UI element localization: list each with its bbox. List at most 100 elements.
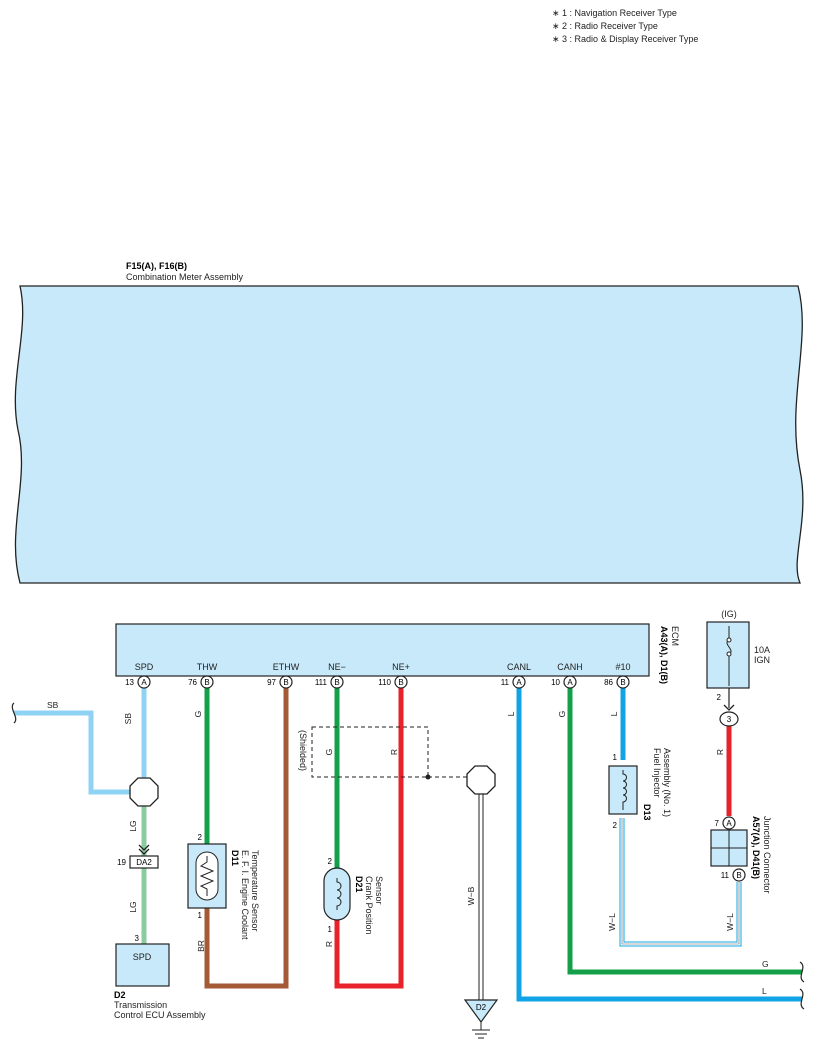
da2-label: DA2	[136, 858, 152, 867]
da2-pin: 19	[117, 858, 126, 867]
svg-text:11: 11	[501, 678, 510, 687]
coolant-pin-2: 2	[198, 833, 203, 842]
crank-name-1: Crank Position	[364, 876, 374, 935]
wire-wl-b	[623, 818, 738, 943]
ground-icon	[463, 999, 499, 1024]
crank-code: D21	[354, 876, 364, 893]
ecm-box	[115, 623, 650, 677]
coolant-name-1: E. F. I. Engine Coolant	[240, 850, 250, 940]
svg-text:111: 111	[315, 678, 328, 687]
wire-label-sb: SB	[123, 713, 133, 725]
jc-pin-b	[732, 868, 746, 882]
ecm-term-ethw: ETHW	[273, 662, 300, 672]
wire-label-br: BR	[196, 940, 206, 952]
wire-label-g-canh: G	[557, 711, 567, 718]
svg-text:B: B	[204, 678, 209, 687]
ecm-term-ne-plus: NE+	[392, 662, 410, 672]
connector-chevron-icon	[138, 844, 150, 855]
tcu-spd-label: SPD	[133, 952, 152, 962]
svg-text:13: 13	[125, 678, 134, 687]
wire-label-g-thw: G	[193, 711, 203, 718]
coolant-name-2: Temperature Sensor	[250, 850, 260, 932]
fuse-circuit-label: (IG)	[721, 609, 737, 619]
svg-text:10: 10	[551, 678, 560, 687]
wire-label-lg-1: LG	[128, 820, 138, 831]
fuse-connector	[719, 711, 739, 727]
wire-canl-l	[516, 688, 802, 1002]
jc-code: A57(A), D41(B)	[751, 816, 761, 879]
wire-br	[204, 688, 289, 989]
wire-out-break-l	[799, 988, 805, 1010]
fuse-name: IGN	[754, 655, 770, 665]
ecm-term-10: #10	[615, 662, 630, 672]
fuse-conn-pin: 3	[727, 715, 732, 724]
svg-text:B: B	[620, 678, 625, 687]
coil-icon	[336, 878, 342, 910]
jc-pin-a	[722, 816, 736, 830]
fuse-pin: 2	[717, 693, 722, 702]
wire-label-l-inj: L	[609, 711, 619, 716]
resistor-zigzag-icon	[199, 856, 215, 896]
ecm-code: A43(A), D1(B)	[659, 626, 669, 684]
shield-box	[311, 726, 429, 778]
svg-text:A: A	[516, 678, 522, 687]
wire-canh-g	[567, 688, 802, 975]
tcu-code: D2	[114, 990, 126, 1000]
fuse-rating: 10A	[754, 645, 770, 655]
ecm-term-thw: THW	[197, 662, 218, 672]
jc-conn-b: B	[736, 871, 741, 880]
wire-label-r-ne: R	[389, 749, 399, 755]
ecm-term-ne-minus: NE−	[328, 662, 346, 672]
jc-name: Junction Connector	[762, 816, 772, 894]
coolant-pin-1: 1	[198, 911, 203, 920]
da2-connector	[129, 855, 159, 869]
wire-label-lg-2: LG	[128, 901, 138, 912]
note-1: ∗ 1 : Navigation Receiver Type	[552, 8, 677, 18]
wire-out-break-g	[799, 961, 805, 983]
crank-name-2: Sensor	[374, 876, 384, 905]
note-2: ∗ 2 : Radio Receiver Type	[552, 21, 658, 31]
wire-label-r-crank: R	[324, 941, 334, 947]
wire-label-wl-inj: W−L	[607, 913, 617, 931]
ecm-term-canl: CANL	[507, 662, 531, 672]
jc-pin-b-num: 11	[721, 871, 730, 880]
crank-sensor-body	[323, 867, 351, 921]
wire-label-g-ne: G	[324, 749, 334, 756]
ecm-name: ECM	[670, 626, 680, 646]
tcu-pin: 3	[135, 934, 140, 943]
meter-name: Combination Meter Assembly	[126, 272, 244, 282]
svg-text:B: B	[283, 678, 288, 687]
wire-sb-break	[11, 702, 17, 724]
injector-name-1: Fuel Injector	[652, 748, 662, 798]
splice-point	[129, 777, 159, 807]
wire-label-wb: W−B	[466, 886, 476, 905]
wire-label-sb-in: SB	[47, 700, 59, 710]
svg-text:86: 86	[604, 678, 613, 687]
tcu-box	[115, 943, 170, 987]
fuse-terminal-top	[726, 637, 732, 643]
wire-sb	[14, 710, 131, 795]
svg-text:A: A	[567, 678, 573, 687]
svg-text:76: 76	[188, 678, 197, 687]
wire-wl-c	[621, 818, 740, 945]
tcu-name-2: Control ECU Assembly	[114, 1010, 206, 1020]
combination-meter-box	[14, 285, 804, 584]
svg-text:A: A	[141, 678, 147, 687]
fuse-terminal-bottom	[726, 651, 732, 657]
ecm-term-canh: CANH	[557, 662, 583, 672]
jc-conn-a: A	[726, 819, 732, 828]
wire-label-r-fuse: R	[715, 749, 725, 755]
svg-text:110: 110	[378, 678, 391, 687]
wire-ne-plus-r	[334, 688, 404, 989]
svg-text:B: B	[398, 678, 403, 687]
injector-coil-icon	[622, 770, 627, 810]
injector-pin-1: 1	[613, 753, 618, 762]
injector-code: D13	[642, 804, 652, 821]
wire-label-l-canl: L	[506, 711, 516, 716]
meter-code: F15(A), F16(B)	[126, 261, 187, 271]
injector-name-2: Assembly (No. 1)	[662, 748, 672, 817]
shield-junction	[425, 774, 431, 780]
ground-splice	[466, 765, 496, 795]
wire-label-g-out: G	[762, 959, 769, 969]
